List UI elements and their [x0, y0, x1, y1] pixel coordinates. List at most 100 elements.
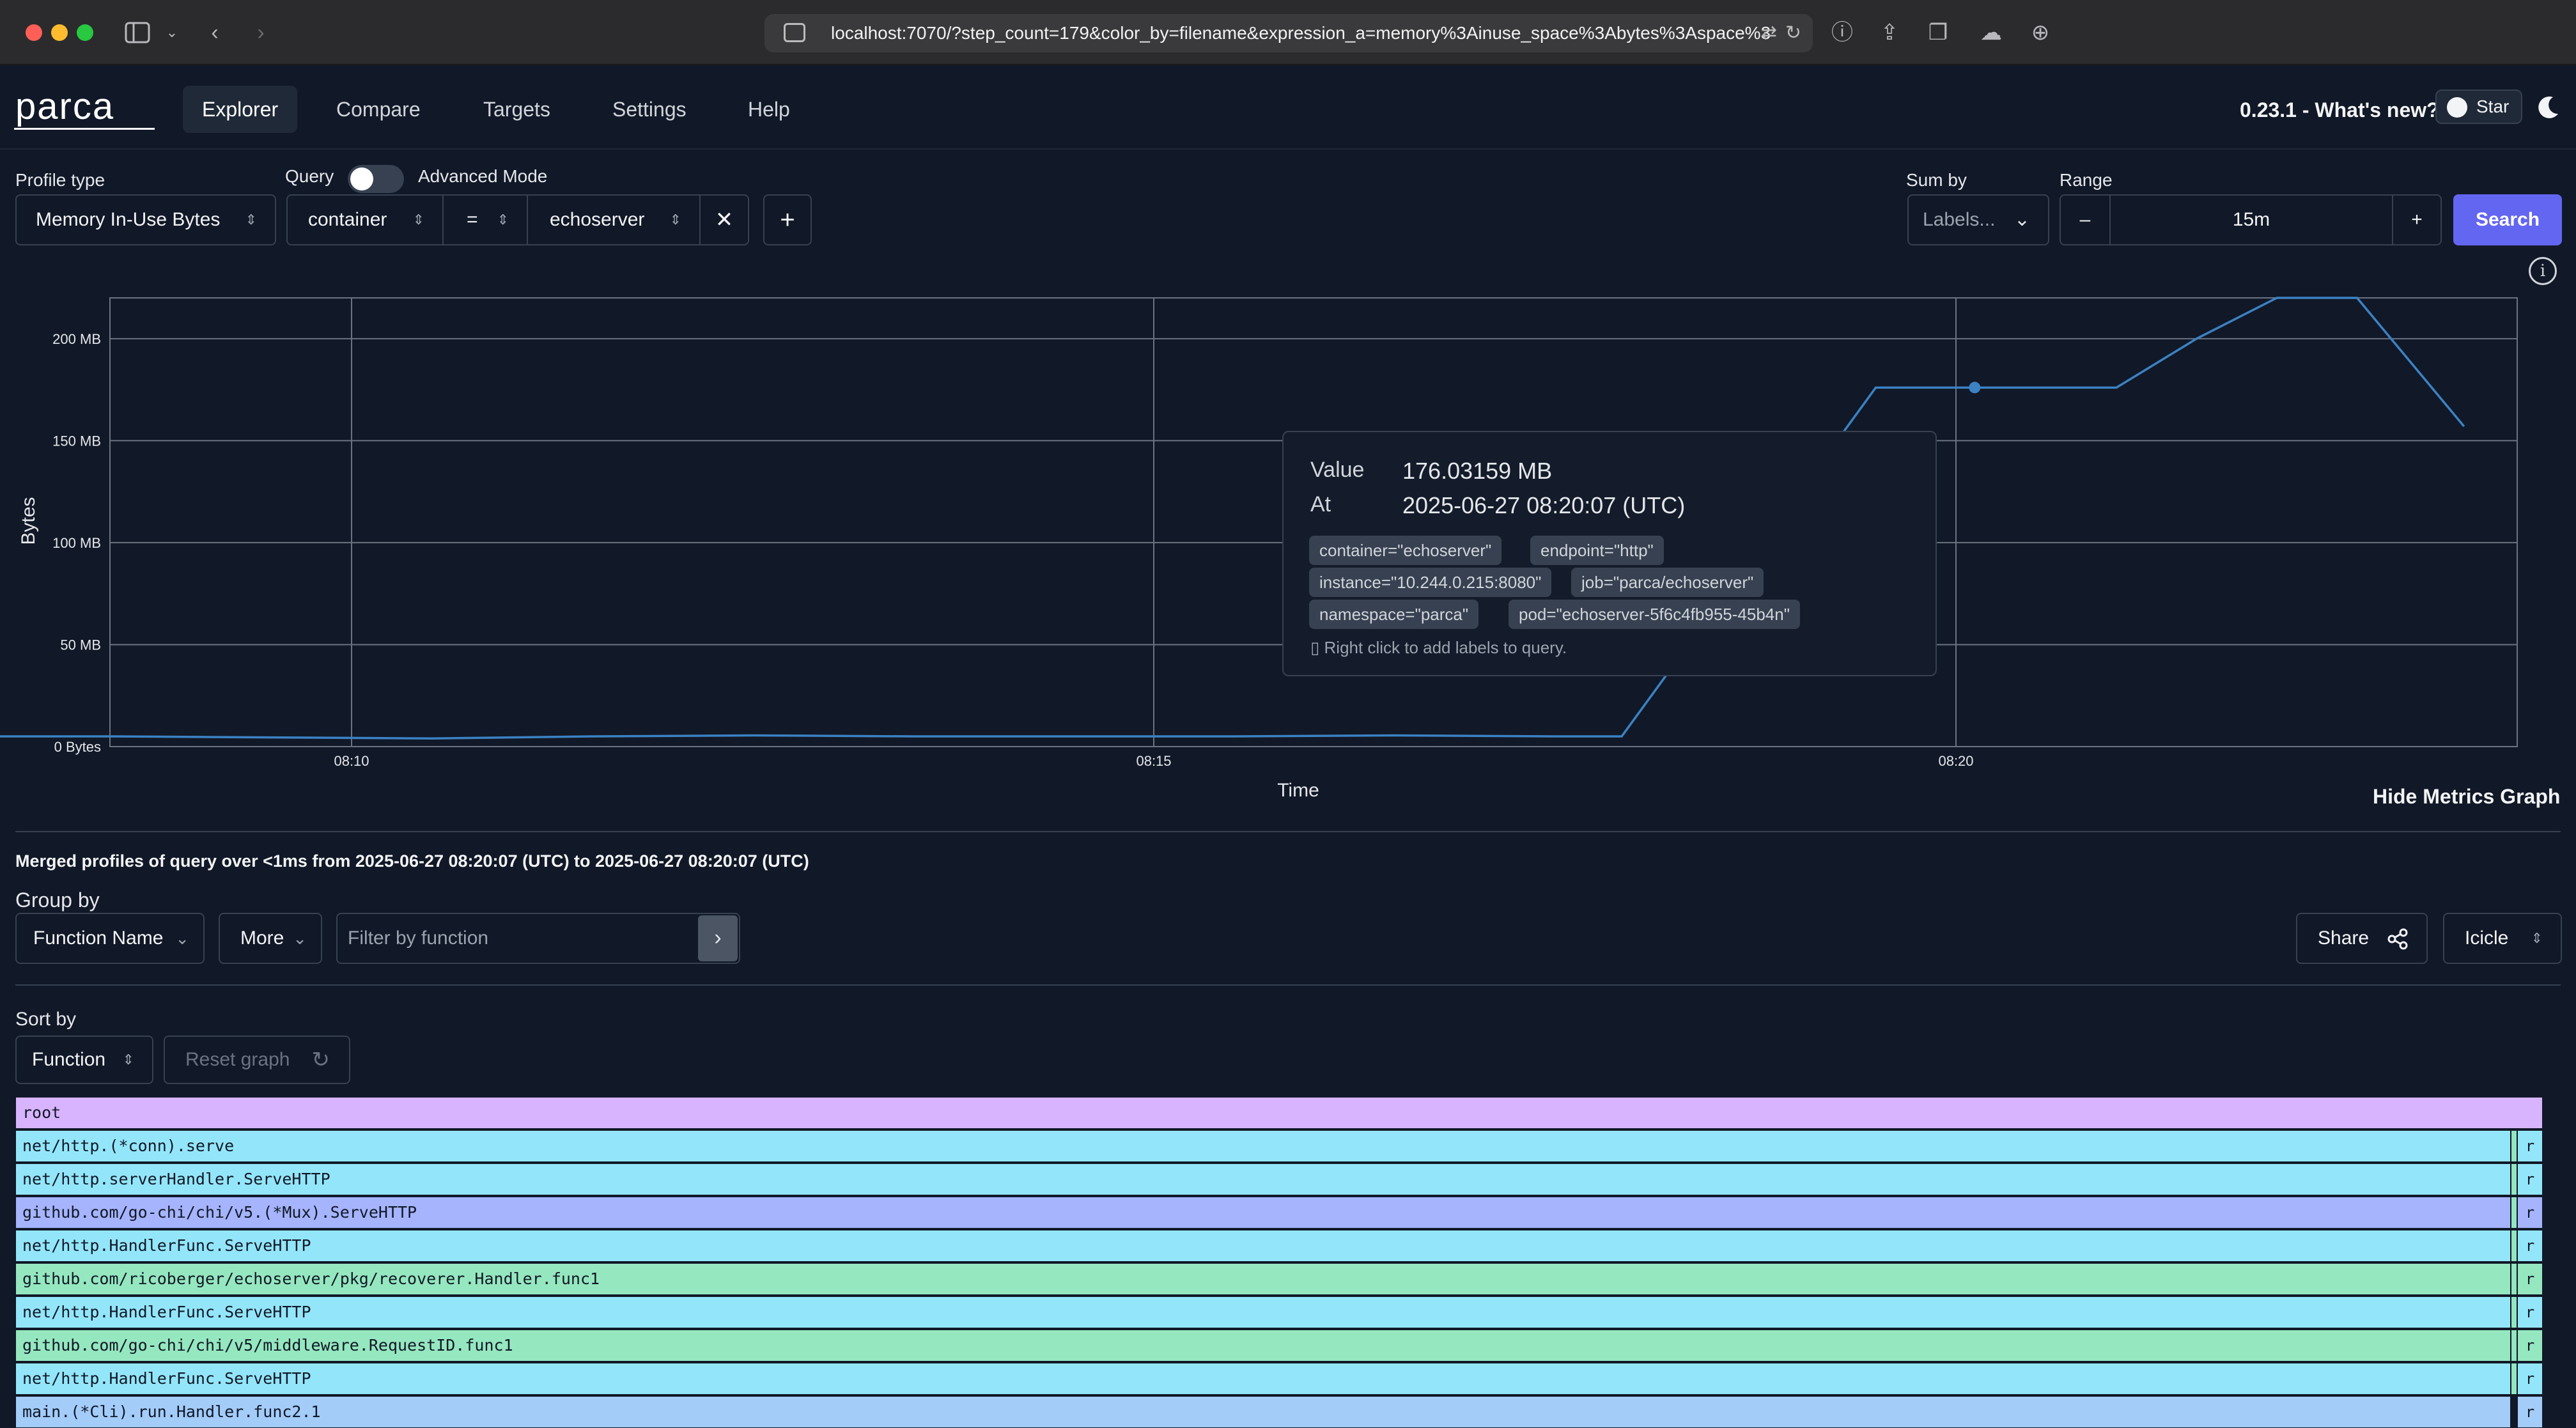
- divider: [15, 984, 2561, 986]
- icicle-frame-small[interactable]: r: [2517, 1230, 2543, 1262]
- icicle-frame-small[interactable]: [2511, 1197, 2517, 1229]
- visualization-select[interactable]: Icicle ⇕: [2443, 913, 2562, 964]
- translate-icon[interactable]: ⇄: [1760, 22, 1777, 43]
- y-tick-label: 50 MB: [60, 637, 101, 653]
- range-decrease-button[interactable]: –: [2060, 194, 2111, 245]
- minimize-window-button[interactable]: [51, 24, 68, 41]
- icicle-frame-small[interactable]: r: [2517, 1130, 2543, 1162]
- label-tag[interactable]: pod="echoserver-5f6c4fb955-45b4n": [1509, 600, 1800, 629]
- url-text[interactable]: localhost:7070/?step_count=179&color_by=…: [831, 23, 1771, 43]
- group-by-select[interactable]: Function Name ⌄: [15, 913, 205, 964]
- more-dropdown[interactable]: More ⌄: [219, 913, 322, 964]
- github-star-button[interactable]: Star: [2435, 89, 2522, 124]
- merged-profiles-text: Merged profiles of query over <1ms from …: [15, 851, 809, 871]
- remove-matcher-button[interactable]: ✕: [699, 194, 749, 245]
- address-bar[interactable]: localhost:7070/?step_count=179&color_by=…: [764, 14, 1813, 52]
- series-line[interactable]: [0, 297, 2465, 740]
- icicle-frame[interactable]: main.(*Cli).run.Handler.func2.1: [15, 1396, 2511, 1428]
- icicle-frame-small[interactable]: r: [2517, 1330, 2543, 1362]
- icicle-frame-small[interactable]: [2511, 1330, 2517, 1362]
- label-value-select[interactable]: echoserver ⇕: [527, 194, 701, 245]
- nav-settings[interactable]: Settings: [612, 98, 687, 121]
- add-matcher-button[interactable]: +: [763, 194, 812, 245]
- label-tag[interactable]: container="echoserver": [1309, 536, 1502, 565]
- nav-explorer[interactable]: Explorer: [183, 86, 298, 133]
- nav-compare[interactable]: Compare: [336, 98, 421, 121]
- icicle-frame-small[interactable]: r: [2517, 1363, 2543, 1395]
- cloud-icon[interactable]: ☁: [1980, 20, 2002, 45]
- chevron-right-icon[interactable]: ›: [698, 915, 738, 961]
- icicle-frame-small[interactable]: [2511, 1230, 2517, 1262]
- icicle-frame[interactable]: net/http.HandlerFunc.ServeHTTP: [15, 1296, 2511, 1328]
- icicle-frame-small[interactable]: r: [2517, 1263, 2543, 1295]
- icicle-frame-small[interactable]: [2511, 1296, 2517, 1328]
- app-header: parca Explorer Compare Targets Settings …: [0, 66, 2576, 150]
- divider: [15, 831, 2561, 832]
- label-tag[interactable]: job="parca/echoserver": [1571, 568, 1764, 597]
- advanced-mode-toggle[interactable]: [348, 165, 404, 193]
- range-input[interactable]: 15m: [2109, 194, 2393, 245]
- forward-icon[interactable]: ›: [257, 20, 265, 45]
- icicle-frame-small[interactable]: [2511, 1163, 2517, 1195]
- version-link[interactable]: 0.23.1 - What's new?: [2240, 98, 2439, 121]
- info-icon[interactable]: i: [2529, 257, 2557, 285]
- range-increase-button[interactable]: +: [2392, 194, 2442, 245]
- reload-icon[interactable]: ↻: [1785, 22, 1801, 43]
- icicle-frame-small[interactable]: [2511, 1263, 2517, 1295]
- y-tick-label: 0 Bytes: [54, 739, 101, 755]
- icicle-frame[interactable]: github.com/go-chi/chi/v5/middleware.Requ…: [15, 1330, 2511, 1362]
- site-settings-icon[interactable]: [784, 23, 805, 42]
- chevron-down-icon[interactable]: ⌄: [166, 24, 178, 40]
- icicle-frame-small[interactable]: r: [2517, 1197, 2543, 1229]
- icicle-frame[interactable]: net/http.serverHandler.ServeHTTP: [15, 1163, 2511, 1195]
- sum-by-label: Sum by: [1906, 170, 1967, 190]
- back-icon[interactable]: ‹: [211, 20, 219, 45]
- download-icon[interactable]: ⊕: [2031, 20, 2050, 45]
- icicle-frame-small[interactable]: [2511, 1130, 2517, 1162]
- operator-select[interactable]: = ⇕: [442, 194, 528, 245]
- close-window-button[interactable]: [26, 24, 42, 41]
- share-icon[interactable]: ⇪: [1880, 20, 1899, 45]
- label-tag[interactable]: endpoint="http": [1530, 536, 1664, 565]
- maximize-window-button[interactable]: [77, 24, 93, 41]
- sort-by-value: Function: [32, 1049, 106, 1070]
- chevron-updown-icon: ⇕: [2531, 930, 2543, 946]
- info-icon[interactable]: ⓘ: [1831, 20, 1853, 45]
- icicle-frame-small[interactable]: r: [2517, 1396, 2543, 1428]
- profile-type-select[interactable]: Memory In-Use Bytes ⇕: [15, 194, 276, 245]
- icicle-frame-small[interactable]: [2511, 1363, 2517, 1395]
- moon-icon[interactable]: [2534, 93, 2562, 121]
- reset-graph-button[interactable]: Reset graph ↻: [164, 1036, 350, 1084]
- label-tag[interactable]: instance="10.244.0.215:8080": [1309, 568, 1552, 597]
- chevron-updown-icon: ⇕: [245, 212, 257, 228]
- icicle-frame[interactable]: net/http.(*conn).serve: [15, 1130, 2511, 1162]
- nav-targets[interactable]: Targets: [483, 98, 550, 121]
- sum-by-select[interactable]: Labels... ⌄: [1907, 194, 2049, 245]
- icicle-frame-small[interactable]: r: [2517, 1296, 2543, 1328]
- label-tag[interactable]: namespace="parca": [1309, 600, 1479, 629]
- sidebar-toggle-icon[interactable]: [121, 17, 153, 49]
- search-button[interactable]: Search: [2453, 194, 2562, 245]
- filter-by-function-input[interactable]: Filter by function: [336, 913, 740, 964]
- chart-grid: [109, 297, 2518, 747]
- nav-help[interactable]: Help: [748, 98, 790, 121]
- hide-metrics-graph-button[interactable]: Hide Metrics Graph: [2373, 785, 2561, 808]
- highlight-point[interactable]: [1969, 382, 1981, 394]
- sort-by-label: Sort by: [15, 1009, 77, 1030]
- icicle-frame-small[interactable]: [2511, 1396, 2517, 1428]
- label-name-select[interactable]: container ⇕: [286, 194, 444, 245]
- operator-value: =: [467, 209, 478, 230]
- parca-logo[interactable]: parca: [14, 86, 155, 133]
- icicle-frame-small[interactable]: r: [2517, 1163, 2543, 1195]
- icicle-frame[interactable]: net/http.HandlerFunc.ServeHTTP: [15, 1363, 2511, 1395]
- tabs-icon[interactable]: ❐: [1928, 20, 1948, 45]
- icicle-frame[interactable]: github.com/go-chi/chi/v5.(*Mux).ServeHTT…: [15, 1197, 2511, 1229]
- icicle-frame[interactable]: github.com/ricoberger/echoserver/pkg/rec…: [15, 1263, 2511, 1295]
- icicle-frame[interactable]: root: [15, 1097, 2543, 1129]
- share-button[interactable]: Share: [2296, 913, 2428, 964]
- sort-by-select[interactable]: Function ⇕: [15, 1036, 153, 1084]
- icicle-frame[interactable]: net/http.HandlerFunc.ServeHTTP: [15, 1230, 2511, 1262]
- plot-border: [109, 297, 2518, 747]
